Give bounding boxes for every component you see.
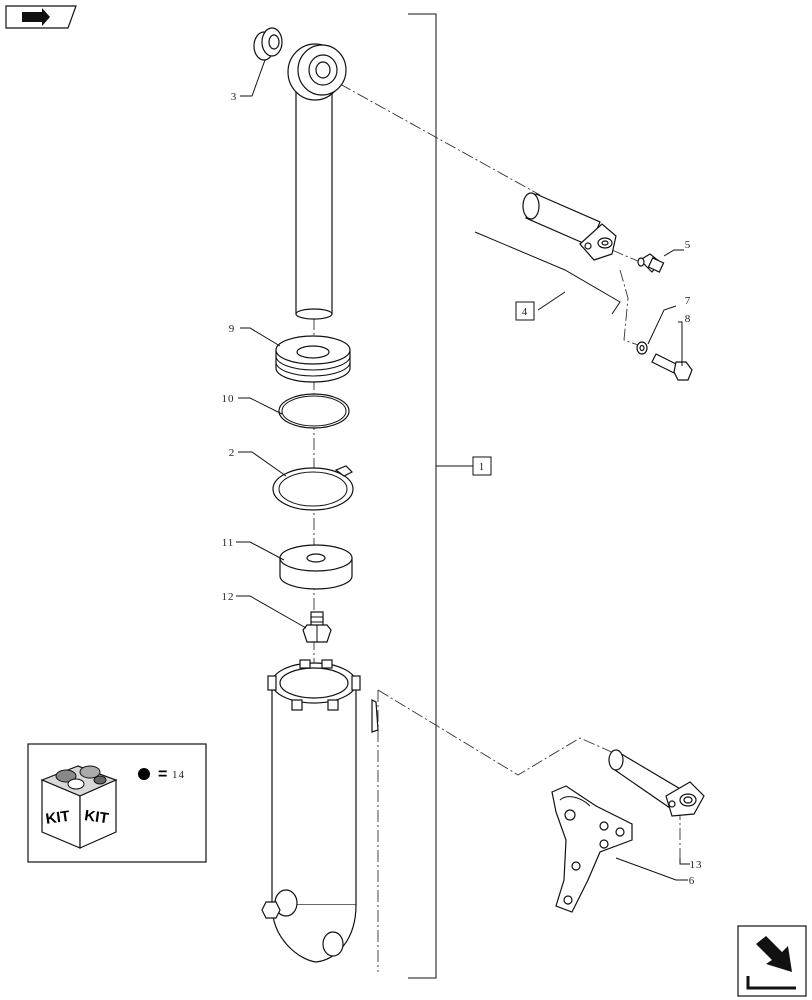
callout-10-label: 10 — [222, 393, 235, 405]
assembly-ref-box[interactable]: 1 — [472, 456, 492, 476]
kit-bullet-icon — [138, 768, 150, 780]
cylinder-rod[interactable] — [287, 43, 347, 320]
callout-7: 7 — [647, 295, 692, 345]
callout-5: 5 — [663, 239, 692, 257]
part-7-washer[interactable] — [636, 341, 648, 355]
assembly-ref-number: 1 — [479, 461, 486, 473]
kit-label-right: KIT — [83, 807, 109, 827]
go-to-next-page-icon[interactable] — [737, 925, 807, 997]
callout-2: 2 — [229, 447, 287, 477]
callout-8: 8 — [678, 313, 692, 366]
callout-11: 11 — [222, 537, 285, 561]
callout-3-label: 3 — [231, 91, 238, 103]
callout-7-label: 7 — [685, 295, 692, 307]
subassembly-leader — [474, 231, 621, 315]
kit-legend-box: KIT KIT = 14 — [27, 743, 207, 863]
callout-6-label: 6 — [689, 875, 696, 887]
callout-9-label: 9 — [229, 323, 236, 335]
part-11-piston[interactable] — [279, 544, 353, 590]
assembly-bracket — [408, 13, 473, 979]
part-10-o-ring[interactable] — [278, 393, 350, 429]
cylinder-barrel[interactable] — [261, 659, 379, 963]
callout-2-label: 2 — [229, 447, 236, 459]
callout-3: 3 — [231, 59, 266, 103]
kit-ref-number: 14 — [172, 769, 185, 781]
part-2-snap-ring[interactable] — [272, 465, 354, 511]
part-3-bushing[interactable] — [253, 27, 284, 61]
callout-10: 10 — [222, 393, 283, 415]
back-to-previous-page-icon[interactable] — [5, 5, 77, 29]
subassembly-ref-box[interactable]: 4 — [515, 301, 535, 321]
kit-label-left: KIT — [45, 808, 71, 828]
callout-13: 13 — [679, 858, 703, 871]
callout-12: 12 — [222, 591, 307, 629]
kit-equals-sign: = — [158, 766, 167, 783]
part-8-bolt[interactable] — [651, 353, 693, 381]
kit-box-icon — [40, 765, 118, 849]
callout-11-label: 11 — [222, 537, 235, 549]
part-4-pin[interactable] — [522, 192, 617, 261]
part-6-mounting-bracket[interactable] — [551, 785, 633, 913]
callout-13-label: 13 — [690, 859, 703, 871]
subassembly-ref-number: 4 — [522, 306, 529, 318]
callout-8-label: 8 — [685, 313, 692, 325]
part-5-grease-fitting[interactable] — [637, 253, 665, 273]
callout-6: 6 — [615, 857, 696, 887]
callout-12-label: 12 — [222, 591, 235, 603]
part-13-lower-pin[interactable] — [608, 749, 705, 817]
callout-9: 9 — [229, 323, 281, 347]
part-12-fitting[interactable] — [302, 611, 332, 643]
callout-5-label: 5 — [685, 239, 692, 251]
part-9-piston-guide[interactable] — [275, 335, 351, 383]
